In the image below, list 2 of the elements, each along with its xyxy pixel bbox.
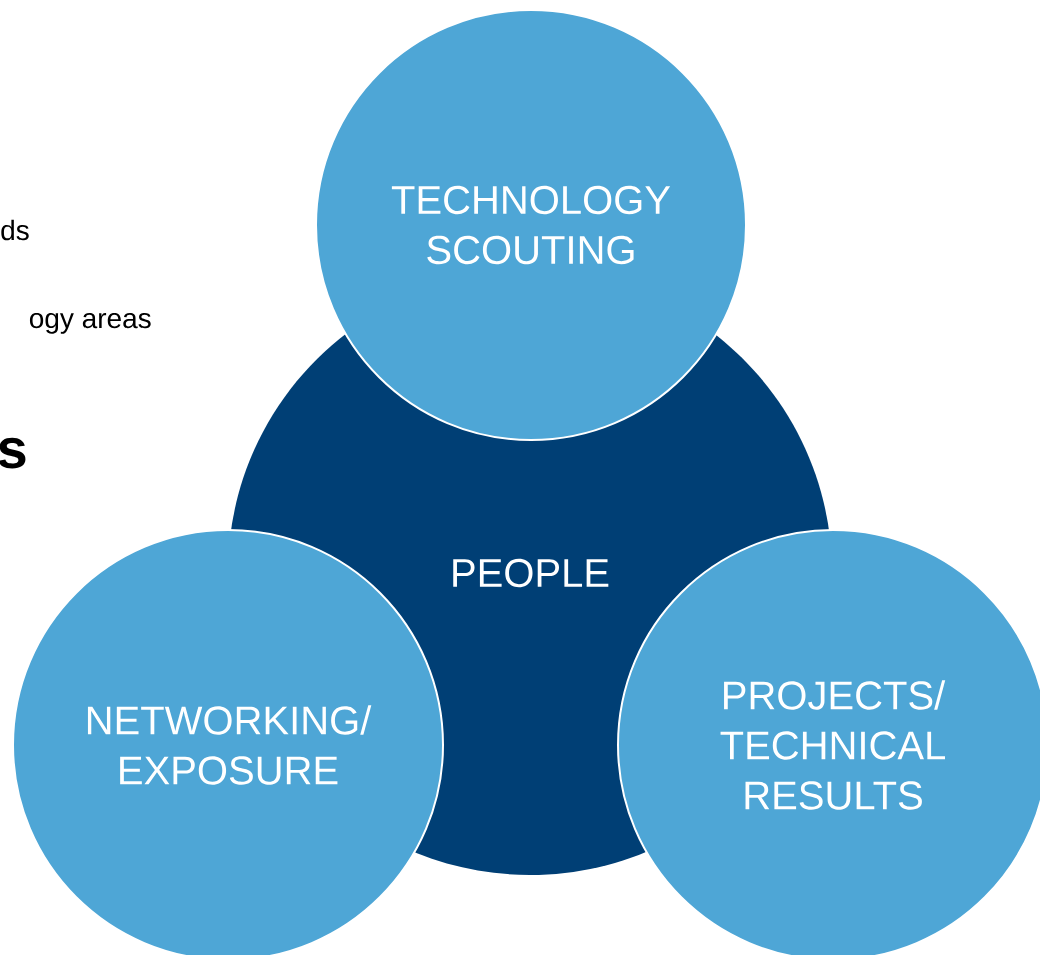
text-fragment: ogy areas [29,312,151,334]
text-fragment: ds [1,219,29,241]
